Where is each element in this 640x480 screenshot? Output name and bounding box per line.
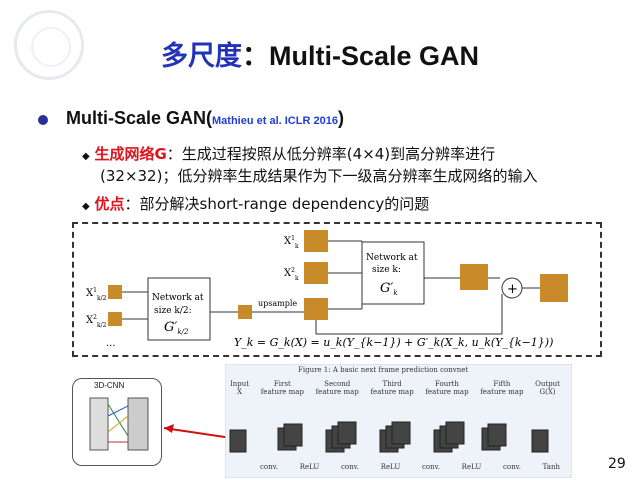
title-english: Multi-Scale GAN bbox=[268, 41, 480, 71]
network-k-line1: Network at bbox=[366, 253, 418, 263]
cnn-col-header: Third feature map bbox=[370, 380, 414, 396]
upsampled-thumbnail bbox=[304, 298, 328, 320]
cnn-layer-label: conv. bbox=[421, 463, 440, 471]
input-x1-k2: X1k/2 bbox=[86, 287, 107, 302]
diamond-bullet-icon: ◆ bbox=[82, 201, 90, 212]
network-k2-line2: size k/2: bbox=[154, 306, 192, 316]
slide-title: 多尺度：Multi-Scale GAN bbox=[0, 34, 640, 73]
low-res-output-thumbnail bbox=[238, 305, 252, 319]
ellipsis: ... bbox=[106, 338, 116, 349]
final-output-thumbnail bbox=[540, 274, 568, 302]
sub-bullet-generator: ◆ 生成网络G：生成过程按照从低分辨率(4×4)到高分辨率进行 bbox=[82, 143, 495, 164]
bullet-dot-icon bbox=[38, 115, 48, 125]
generator-line2-block: (32×32)；低分辨率生成结果作为下一级高分辨率生成网络的输入 bbox=[100, 165, 537, 186]
main-bullet-label: Multi-Scale GAN( bbox=[66, 108, 213, 128]
title-chinese: 多尺度 bbox=[160, 41, 242, 72]
cnn-layer-labels: conv. ReLU conv. ReLU conv. ReLU conv. T… bbox=[260, 463, 560, 471]
diamond-bullet-icon: ◆ bbox=[82, 151, 90, 162]
cnn-col-header: Fourth feature map bbox=[425, 380, 469, 396]
residual-output-thumbnail bbox=[460, 264, 488, 290]
network-k-g: G′k bbox=[380, 281, 398, 297]
generator-keyword: 生成网络G bbox=[94, 145, 167, 163]
bullet-close: ) bbox=[337, 108, 344, 128]
input-x2-k: X2k bbox=[284, 267, 299, 282]
input-frame-thumbnail bbox=[108, 312, 122, 326]
cnn-figure-caption: Figure 1: A basic next frame prediction … bbox=[298, 366, 469, 374]
upsample-label: upsample bbox=[258, 299, 297, 308]
input-frame-thumbnail bbox=[304, 262, 328, 284]
cnn-layer-label: conv. bbox=[502, 463, 521, 471]
input-frame-thumbnail bbox=[304, 230, 328, 252]
network-k2-line1: Network at bbox=[152, 293, 204, 303]
sub-bullet-advantage: ◆ 优点：部分解决short-range dependency的问题 bbox=[82, 193, 429, 214]
cnn-layer-label: ReLU bbox=[380, 463, 401, 471]
cnn-col-header: Second feature map bbox=[315, 380, 359, 396]
cnn-3d-diagram bbox=[89, 397, 149, 451]
multiscale-diagram: X1k/2 X2k/2 ... Network at size k/2: G′k… bbox=[86, 230, 568, 349]
generator-line2: (32×32)；低分辨率生成结果作为下一级高分辨率生成网络的输入 bbox=[100, 167, 538, 185]
cnn-col-header: Input X bbox=[230, 380, 250, 396]
network-k-line2: size k: bbox=[372, 265, 401, 275]
page-number: 29 bbox=[608, 456, 626, 472]
cnn-col-header: Fifth feature map bbox=[480, 380, 524, 396]
main-bullet: Multi-Scale GAN(Mathieu et al. ICLR 2016… bbox=[66, 108, 344, 129]
input-x2-k2: X2k/2 bbox=[86, 314, 107, 329]
generator-line1: ：生成过程按照从低分辨率(4×4)到高分辨率进行 bbox=[166, 145, 496, 163]
network-box-k bbox=[361, 241, 425, 305]
cnn-figure-panel bbox=[225, 364, 572, 478]
advantage-text: ：部分解决short-range dependency的问题 bbox=[124, 195, 430, 213]
cnn-layer-label: ReLU bbox=[461, 463, 482, 471]
input-x1-k: X1k bbox=[284, 235, 299, 250]
title-separator: ： bbox=[241, 41, 269, 72]
cnn-col-header: First feature map bbox=[260, 380, 304, 396]
plus-sign: + bbox=[507, 282, 518, 297]
cnn-layer-label: conv. bbox=[340, 463, 359, 471]
advantage-keyword: 优点 bbox=[94, 195, 125, 213]
cnn-feature-maps bbox=[229, 421, 549, 453]
input-frame-thumbnail bbox=[108, 285, 122, 299]
multiscale-figure-frame bbox=[72, 222, 602, 357]
network-k2-g: G′k/2 bbox=[164, 320, 189, 336]
university-logo-watermark bbox=[14, 10, 84, 80]
cnn-col-header: Output G(X) bbox=[535, 380, 560, 396]
equation: Y_k = G_k(X) = u_k(Y_{k−1}) + G′_k(X_k, … bbox=[234, 336, 553, 349]
cnn-layer-label: ReLU bbox=[299, 463, 320, 471]
cnn-column-headers: Input X First feature map Second feature… bbox=[230, 380, 560, 396]
citation: Mathieu et al. ICLR 2016 bbox=[212, 115, 338, 127]
cnn-3d-label: 3D-CNN bbox=[94, 381, 125, 390]
cnn-layer-label: Tanh bbox=[542, 463, 560, 471]
cnn-layer-label: conv. bbox=[260, 463, 278, 471]
network-box-k2 bbox=[147, 277, 211, 341]
